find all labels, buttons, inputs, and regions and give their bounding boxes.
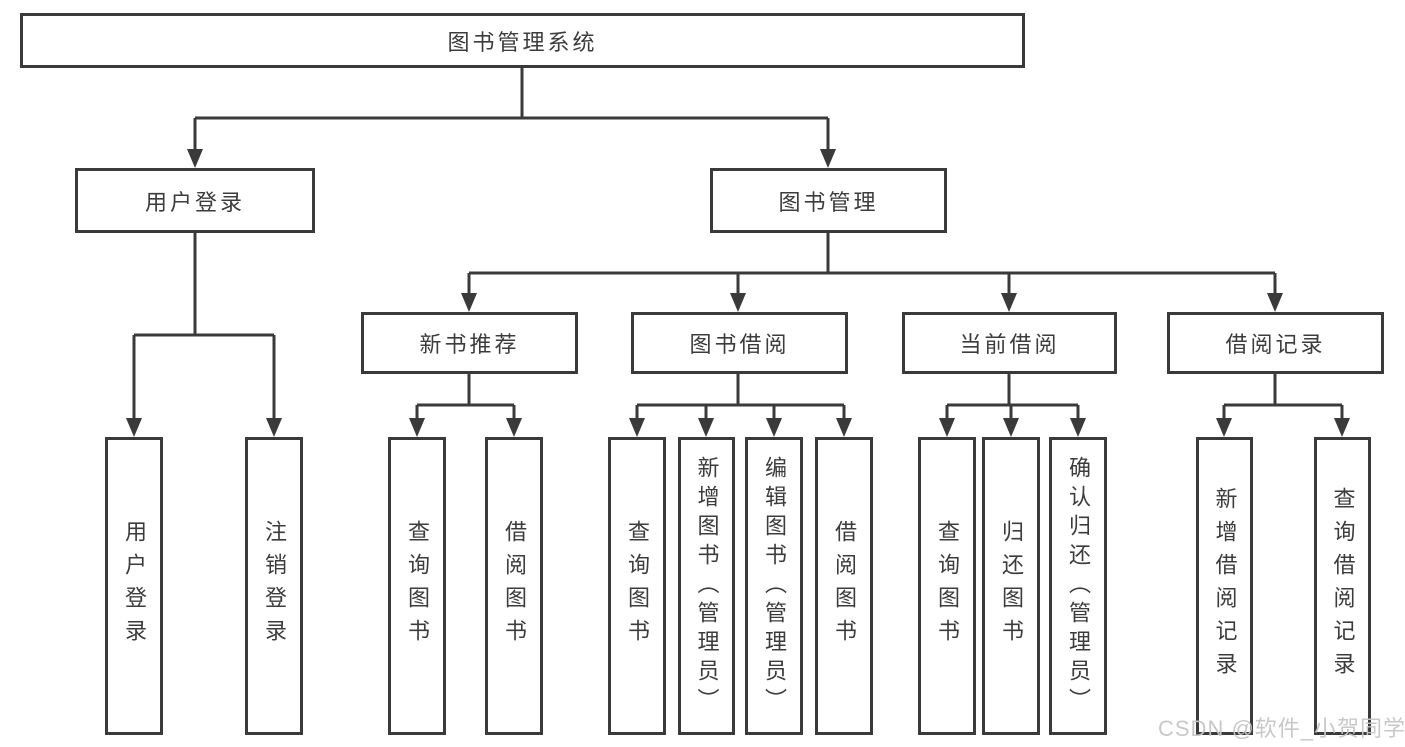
connector-root-to-level2: [187, 68, 836, 168]
leaf-query-books-1-label: 查询图书: [405, 520, 430, 652]
node-current-borrowing-label: 当前借阅: [959, 332, 1060, 357]
node-root: 图书管理系统: [20, 13, 1025, 68]
connector-borrow-rec-to-leaves: [1216, 374, 1350, 437]
node-borrowing-records-label: 借阅记录: [1225, 332, 1326, 357]
node-root-label: 图书管理系统: [447, 29, 598, 55]
node-book-borrowing: 图书借阅: [631, 312, 848, 374]
leaf-borrow-books-1: 借阅图书: [485, 437, 543, 735]
leaf-return-books: 归还图书: [982, 437, 1040, 735]
leaf-return-books-label: 归还图书: [999, 520, 1024, 652]
node-book-management: 图书管理: [710, 168, 947, 233]
leaf-borrow-books-2: 借阅图书: [815, 437, 873, 735]
leaf-query-books-3: 查询图书: [918, 437, 976, 735]
leaf-edit-books-admin-label: 编辑图书（管理员）: [762, 455, 787, 717]
node-current-borrowing: 当前借阅: [902, 312, 1117, 374]
leaf-query-borrow-record: 查询借阅记录: [1314, 437, 1371, 735]
leaf-borrow-books-2-label: 借阅图书: [832, 520, 857, 652]
leaf-query-books-3-label: 查询图书: [935, 520, 960, 652]
node-book-borrowing-label: 图书借阅: [689, 332, 790, 357]
leaf-user-login-label: 用户登录: [122, 520, 147, 652]
leaf-query-borrow-record-label: 查询借阅记录: [1330, 487, 1356, 685]
leaf-query-books-2: 查询图书: [608, 437, 666, 735]
leaf-query-books-1: 查询图书: [388, 437, 446, 735]
connector-new-rec-to-leaves: [409, 374, 522, 437]
connector-cur-borrow-to-leaves: [939, 374, 1086, 437]
connector-book-borrow-to-leaves: [629, 374, 852, 437]
node-user-login-branch-label: 用户登录: [144, 189, 245, 215]
leaf-logout-label: 注销登录: [262, 520, 287, 652]
node-borrowing-records: 借阅记录: [1167, 312, 1384, 374]
leaf-user-login: 用户登录: [105, 437, 163, 735]
leaf-confirm-return-admin-label: 确认归还（管理员）: [1066, 455, 1091, 717]
leaf-borrow-books-1-label: 借阅图书: [502, 520, 527, 652]
node-user-login-branch: 用户登录: [75, 168, 315, 233]
leaf-query-books-2-label: 查询图书: [625, 520, 650, 652]
csdn-watermark: CSDN @软件_小贺同学: [1158, 716, 1405, 741]
connector-book-mgmt-to-level3: [461, 233, 1283, 312]
leaf-add-books-admin-label: 新增图书（管理员）: [694, 455, 720, 717]
leaf-add-borrow-record-label: 新增借阅记录: [1212, 487, 1238, 685]
leaf-logout: 注销登录: [245, 437, 303, 735]
connector-user-login-to-leaves: [126, 233, 282, 437]
leaf-edit-books-admin: 编辑图书（管理员）: [745, 437, 803, 735]
leaf-add-borrow-record: 新增借阅记录: [1196, 437, 1253, 735]
node-new-book-recommend-label: 新书推荐: [419, 332, 520, 357]
leaf-confirm-return-admin: 确认归还（管理员）: [1049, 437, 1107, 735]
node-new-book-recommend: 新书推荐: [361, 312, 578, 374]
leaf-add-books-admin: 新增图书（管理员）: [678, 437, 735, 735]
node-book-management-label: 图书管理: [778, 189, 879, 215]
